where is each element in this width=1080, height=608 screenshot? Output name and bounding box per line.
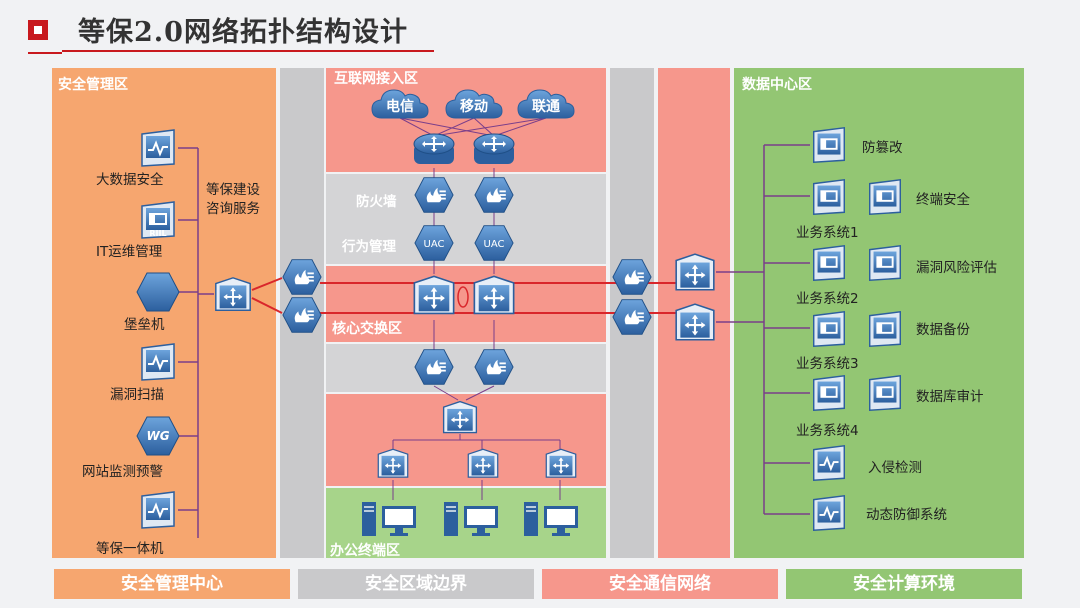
- access-switch-1-icon: [377, 448, 409, 479]
- vuln-scan-icon: [141, 343, 175, 381]
- vuln-assessment-icon: [868, 244, 902, 282]
- cloud-label-unicom: 联通: [532, 99, 560, 115]
- firewall-1-icon: [414, 177, 454, 213]
- dc-active-defense-label: 动态防御系统: [866, 507, 947, 523]
- firewall-2-icon: [474, 177, 514, 213]
- legend-mgmt-center: 安全管理中心: [54, 569, 290, 599]
- mgmt-node-bastion: 堡垒机: [124, 317, 165, 333]
- dc-bus: [716, 144, 810, 515]
- zone-label-data-center: 数据中心区: [742, 77, 812, 93]
- mgmt-node-it-ops: IT运维管理: [96, 244, 163, 260]
- dc-core-switch-2-icon: [675, 303, 715, 341]
- db-audit-icon: [868, 374, 902, 412]
- biz-system-2-icon: [812, 244, 846, 282]
- intrusion-detection-icon: [812, 444, 846, 482]
- active-defense-icon: [812, 494, 846, 532]
- aggregation-switch-icon: [442, 400, 478, 434]
- biz-system-3-icon: [812, 310, 846, 348]
- boundary-firewall-left-2-icon: [282, 297, 322, 333]
- dc-anti-tamper-label: 防篡改: [862, 140, 903, 156]
- access-switch-2-icon: [467, 448, 499, 479]
- dc-biz1-label: 业务系统1: [796, 225, 859, 241]
- cloud-label-telecom: 电信: [386, 99, 414, 115]
- dc-data-backup-label: 数据备份: [916, 322, 970, 338]
- mgmt-node-compliance: 等保一体机: [96, 541, 164, 557]
- zone-label-internet-access: 互联网接入区: [334, 71, 418, 87]
- mgmt-switch-icon: [214, 276, 252, 312]
- title-mark-icon: [28, 20, 48, 40]
- behavior-mgmt-label: 行为管理: [342, 239, 396, 255]
- mgmt-node-web-monitor: 网站监测预警: [82, 464, 163, 480]
- boundary-firewall-right-2-icon: [612, 299, 652, 335]
- zone-label-security-mgmt: 安全管理区: [58, 77, 128, 93]
- access-switch-3-icon: [545, 448, 577, 479]
- link-aggregation-mark: [457, 286, 469, 308]
- legend-comm-network: 安全通信网络: [542, 569, 778, 599]
- office-pc-1-icon: [362, 502, 416, 536]
- mgmt-node-big-data: 大数据安全: [96, 172, 164, 188]
- dc-terminal-security-label: 终端安全: [916, 192, 970, 208]
- inner-firewall-2-icon: [474, 349, 514, 385]
- dc-vuln-assessment-label: 漏洞风险评估: [916, 260, 997, 276]
- wg-icon-text: WG: [146, 429, 169, 443]
- uac-2-text: UAC: [484, 239, 505, 250]
- big-data-security-icon: [141, 129, 175, 167]
- zone-core-lower-band: [326, 344, 606, 392]
- consulting-line-2: 咨询服务: [206, 201, 260, 217]
- legend-compute-env: 安全计算环境: [786, 569, 1022, 599]
- core-switch-1-icon: [413, 275, 455, 315]
- title-underline-left: [28, 52, 62, 54]
- bastion-host-icon: [136, 272, 180, 312]
- office-pc-3-icon: [524, 502, 578, 536]
- biz-system-4-icon: [812, 374, 846, 412]
- dc-core-switch-1-icon: [675, 253, 715, 291]
- zone-firewall-band: [326, 174, 606, 264]
- mgmt-bus: [178, 147, 214, 538]
- dc-intrusion-label: 入侵检测: [868, 460, 922, 476]
- firewall-label: 防火墙: [356, 194, 397, 210]
- title-underline: [62, 50, 434, 52]
- legend-region-boundary: 安全区域边界: [298, 569, 534, 599]
- uac-1-text: UAC: [424, 239, 445, 250]
- consulting-line-1: 等保建设: [206, 182, 260, 198]
- data-backup-icon: [868, 310, 902, 348]
- dc-biz4-label: 业务系统4: [796, 423, 859, 439]
- office-pc-2-icon: [444, 502, 498, 536]
- core-switch-2-icon: [473, 275, 515, 315]
- router-1-icon: [413, 133, 455, 165]
- zone-label-office-terminal: 办公终端区: [330, 543, 400, 559]
- terminal-security-icon: [868, 178, 902, 216]
- anti-tamper-icon: [812, 126, 846, 164]
- riil-icon-text: RIIL: [149, 229, 166, 238]
- biz-system-1-icon: [812, 178, 846, 216]
- zone-internet-access: [326, 68, 606, 172]
- router-2-icon: [473, 133, 515, 165]
- page-title: 等保2.0网络拓扑结构设计: [78, 17, 408, 48]
- dc-biz3-label: 业务系统3: [796, 356, 859, 372]
- zone-label-core-switch: 核心交换区: [332, 321, 402, 337]
- cloud-label-mobile: 移动: [460, 99, 488, 115]
- compliance-box-icon: [141, 491, 175, 529]
- dc-biz2-label: 业务系统2: [796, 291, 859, 307]
- mgmt-node-vuln-scan: 漏洞扫描: [110, 387, 164, 403]
- boundary-firewall-right-1-icon: [612, 259, 652, 295]
- inner-firewall-1-icon: [414, 349, 454, 385]
- zone-data-center: [734, 68, 1024, 558]
- boundary-firewall-left-1-icon: [282, 259, 322, 295]
- dc-db-audit-label: 数据库审计: [916, 389, 984, 405]
